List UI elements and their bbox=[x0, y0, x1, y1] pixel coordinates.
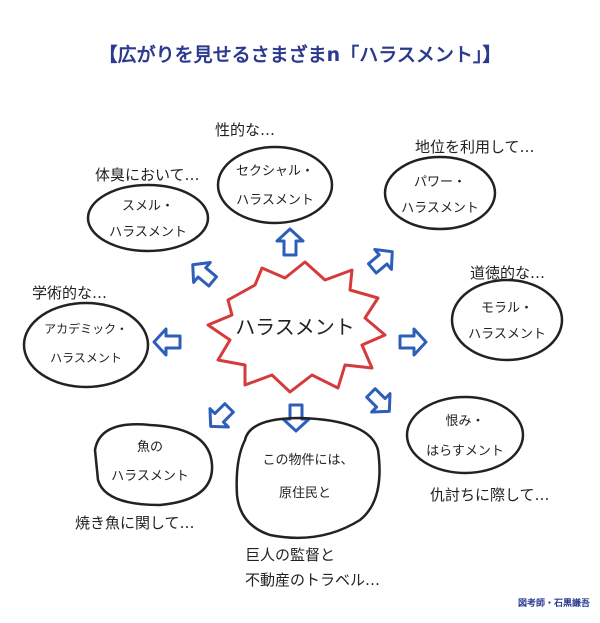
note-property-2: 不動産のトラベル… bbox=[245, 571, 380, 589]
arrow-upper-left bbox=[182, 253, 223, 293]
arrow-right bbox=[398, 327, 428, 357]
note-moral: 道徳的な… bbox=[470, 264, 545, 282]
page-title: 【広がりを見せるさまざまn「ハラスメント」】 bbox=[98, 44, 502, 66]
svg-text:アカデミック・: アカデミック・ bbox=[44, 321, 128, 336]
arrow-up bbox=[275, 227, 305, 257]
bubble-urami-harassment: 恨み・ はらすメント 仇討ちに際して… bbox=[405, 395, 550, 504]
note-urami: 仇討ちに際して… bbox=[430, 486, 550, 504]
arrow-lower-right bbox=[360, 382, 401, 423]
arrow-left bbox=[152, 327, 182, 357]
svg-text:恨み・: 恨み・ bbox=[445, 414, 484, 429]
svg-text:セクシャル・: セクシャル・ bbox=[236, 164, 314, 179]
svg-text:ハラスメント: ハラスメント bbox=[468, 327, 546, 342]
svg-text:ハラスメント: ハラスメント bbox=[111, 469, 189, 484]
svg-text:ハラスメント: ハラスメント bbox=[401, 201, 479, 216]
svg-text:パワー・: パワー・ bbox=[414, 175, 466, 190]
svg-text:スメル・: スメル・ bbox=[122, 199, 174, 214]
bubble-academic-harassment: 学術的な… アカデミック・ ハラスメント bbox=[22, 284, 150, 389]
center-label: ハラスメント bbox=[235, 315, 355, 339]
bubble-smell-harassment: 体臭において… スメル・ ハラスメント bbox=[86, 166, 210, 253]
svg-text:原住民と: 原住民と bbox=[279, 486, 331, 501]
svg-text:この物件には、: この物件には、 bbox=[262, 453, 353, 468]
note-sexual: 性的な… bbox=[215, 121, 275, 139]
svg-text:魚の: 魚の bbox=[137, 440, 163, 455]
bubble-power-harassment: 地位を利用して… パワー・ ハラスメント bbox=[383, 138, 535, 231]
note-smell: 体臭において… bbox=[95, 166, 200, 184]
center-burst: ハラスメント bbox=[206, 260, 387, 394]
note-power: 地位を利用して… bbox=[415, 138, 535, 156]
svg-text:ハラスメント: ハラスメント bbox=[50, 351, 122, 365]
note-academic: 学術的な… bbox=[32, 284, 107, 302]
note-property-1: 巨人の監督と bbox=[245, 546, 335, 564]
bubble-fish-harassment: 魚の ハラスメント 焼き魚に関して… bbox=[75, 423, 214, 532]
bubble-property: この物件には、 原住民と 巨人の監督と 不動産のトラベル… bbox=[235, 416, 381, 589]
svg-text:はらすメント: はらすメント bbox=[426, 444, 504, 459]
bubble-moral-harassment: 道徳的な… モラル・ ハラスメント bbox=[450, 264, 564, 362]
svg-text:ハラスメント: ハラスメント bbox=[109, 225, 187, 240]
note-fish: 焼き魚に関して… bbox=[75, 514, 195, 532]
svg-text:ハラスメント: ハラスメント bbox=[236, 193, 314, 208]
arrow-lower-left bbox=[199, 397, 240, 438]
author-credit: 図考師・石黒謙吾 bbox=[517, 599, 590, 609]
svg-text:モラル・: モラル・ bbox=[481, 301, 533, 316]
bubble-sexual-harassment: 性的な… セクシャル・ ハラスメント bbox=[215, 121, 334, 225]
arrow-upper-right bbox=[362, 240, 403, 280]
